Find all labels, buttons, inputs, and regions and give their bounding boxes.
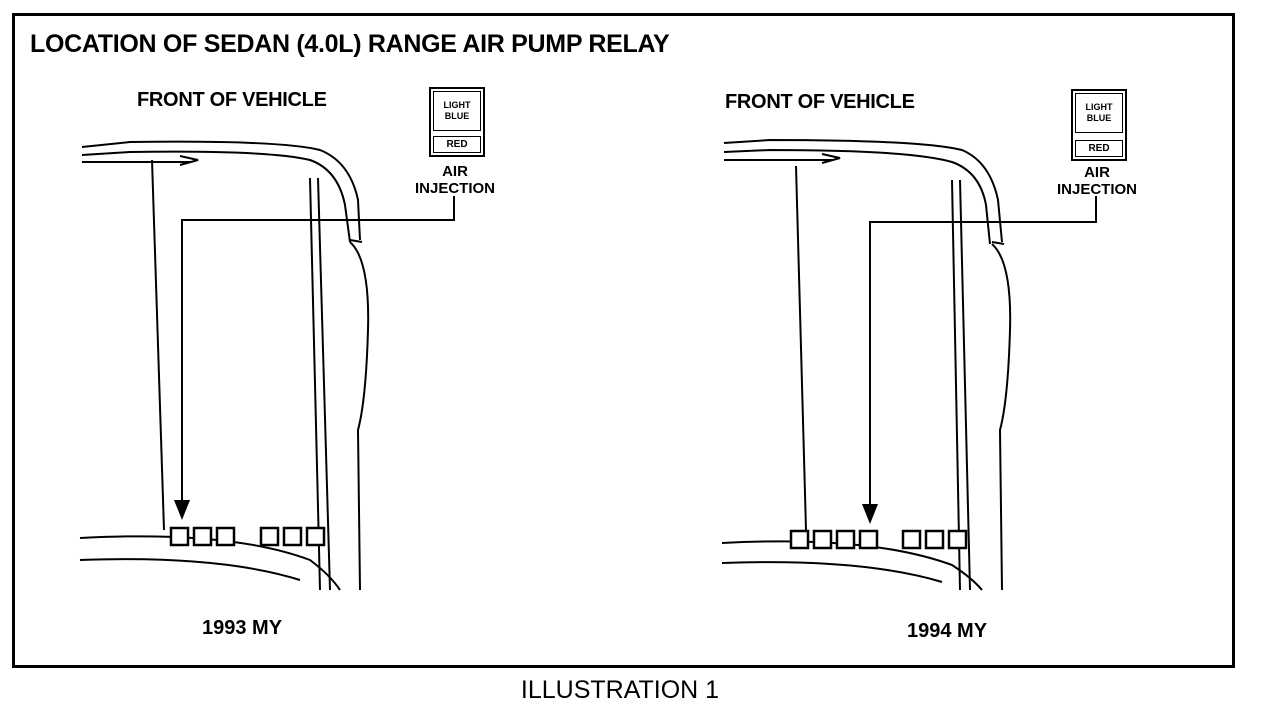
relay-slot xyxy=(192,526,213,547)
air-injection-callout-1994: AIR INJECTION xyxy=(1047,164,1147,198)
year-label-1993: 1993 MY xyxy=(202,617,283,639)
floor-curve-b xyxy=(721,561,943,583)
pillar-left xyxy=(151,159,165,531)
relay-legend-top: LIGHT BLUE xyxy=(433,91,481,131)
relay-slot xyxy=(901,529,922,550)
floor-curve-a xyxy=(79,535,341,591)
relay-legend-color-line2: BLUE xyxy=(1086,113,1112,123)
relay-slot xyxy=(215,526,236,547)
pillar-right-b xyxy=(317,177,331,591)
relay-slot xyxy=(169,526,190,547)
callout-line1: AIR xyxy=(1084,164,1110,181)
body-outline-top xyxy=(723,138,1003,243)
callout-line2: INJECTION xyxy=(414,180,495,197)
relay-slot xyxy=(282,526,303,547)
diagram-frame xyxy=(12,13,1235,668)
door-edge xyxy=(991,243,1012,591)
relay-slot xyxy=(858,529,879,550)
relay-slot xyxy=(305,526,326,547)
arrow-tip-left xyxy=(179,155,199,166)
body-outline-top-inner xyxy=(81,150,351,243)
panel-1994-drawing xyxy=(721,138,1097,591)
relay-slot xyxy=(924,529,945,550)
relay-legend-bottom: RED xyxy=(433,136,481,153)
panel-1993-drawing xyxy=(79,140,455,591)
relay-row-1993 xyxy=(169,526,326,547)
relay-slot xyxy=(812,529,833,550)
door-edge-tick xyxy=(349,239,363,243)
diagram-title: LOCATION OF SEDAN (4.0L) RANGE AIR PUMP … xyxy=(30,30,670,58)
relay-legend-bottom: RED xyxy=(1075,140,1123,157)
air-injection-callout-1993: AIR INJECTION xyxy=(405,163,505,197)
pillar-right-b xyxy=(959,179,971,591)
relay-legend-1994: LIGHT BLUE RED xyxy=(1071,89,1127,161)
callout-leader xyxy=(869,196,1097,504)
relay-row-1994 xyxy=(789,529,968,550)
front-of-vehicle-label-1993: FRONT OF VEHICLE xyxy=(137,89,327,111)
illustration-caption: ILLUSTRATION 1 xyxy=(520,676,720,704)
callout-line1: AIR xyxy=(442,163,468,180)
arrowhead-1994 xyxy=(862,504,878,524)
relay-slot xyxy=(835,529,856,550)
arrowhead-1993 xyxy=(174,500,190,520)
arrow-tip-right xyxy=(821,153,841,164)
door-edge xyxy=(349,241,370,591)
relay-slot xyxy=(789,529,810,550)
pillar-left xyxy=(795,165,807,531)
floor-curve-a xyxy=(721,540,983,591)
front-of-vehicle-label-1994: FRONT OF VEHICLE xyxy=(725,91,915,113)
relay-slot xyxy=(947,529,968,550)
body-outline-top xyxy=(81,140,361,241)
relay-legend-color-line1: LIGHT xyxy=(1085,102,1113,112)
year-label-1994: 1994 MY xyxy=(907,620,988,642)
relay-legend-color-line1: LIGHT xyxy=(443,100,471,110)
body-outline-top-inner xyxy=(723,148,991,245)
relay-legend-1993: LIGHT BLUE RED xyxy=(429,87,485,157)
pillar-right-a xyxy=(309,177,321,591)
callout-leader xyxy=(181,196,455,500)
callout-line2: INJECTION xyxy=(1056,181,1137,198)
relay-slot xyxy=(259,526,280,547)
relay-legend-top: LIGHT BLUE xyxy=(1075,93,1123,133)
relay-legend-color-line2: BLUE xyxy=(444,111,470,121)
door-edge-tick xyxy=(991,241,1005,245)
floor-curve-b xyxy=(79,558,301,581)
pillar-right-a xyxy=(951,179,961,591)
